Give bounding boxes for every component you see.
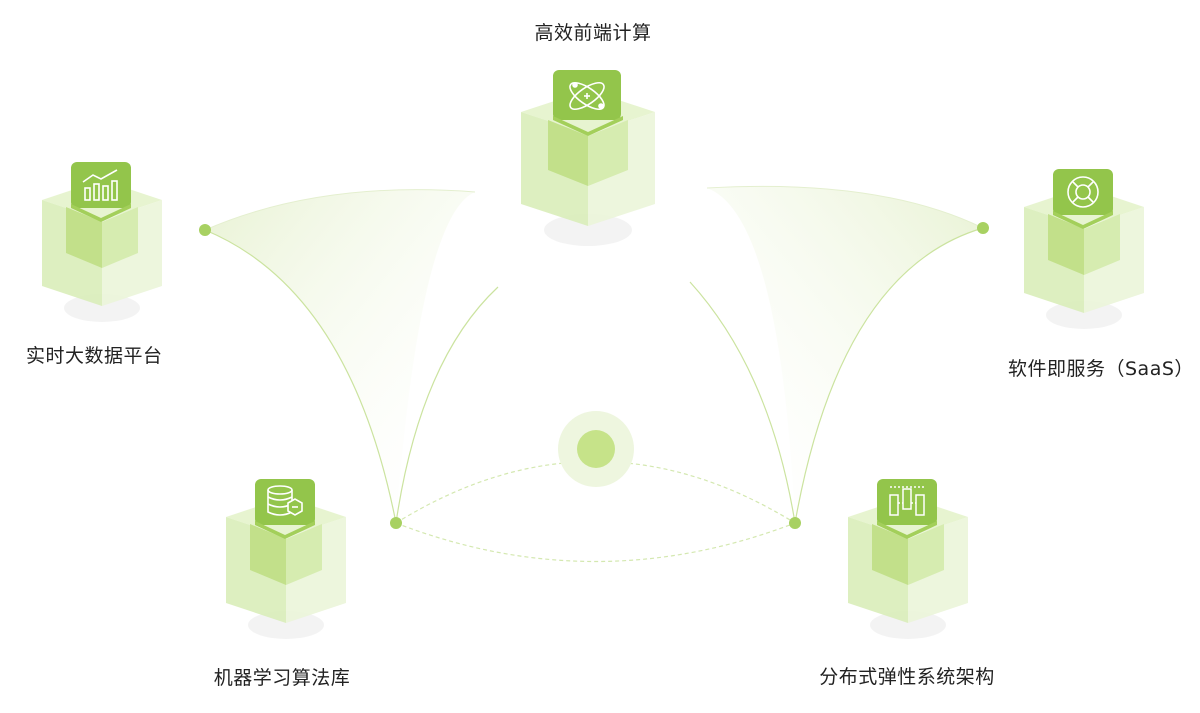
label-distributed: 分布式弹性系统架构	[819, 666, 995, 688]
label-ml: 机器学习算法库	[213, 667, 351, 689]
node-bigdata-cube	[42, 162, 162, 322]
node-frontend-cube	[521, 70, 655, 246]
bar-chart-icon	[82, 169, 118, 201]
label-bigdata: 实时大数据平台	[26, 345, 163, 367]
junction-dot-bottom-left	[390, 517, 402, 529]
node-saas-cube	[1024, 169, 1144, 329]
lifebuoy-icon	[1067, 176, 1099, 208]
label-saas: 软件即服务（SaaS）	[1008, 358, 1194, 380]
junction-dot-left	[199, 224, 211, 236]
center-hub	[558, 411, 634, 487]
servers-icon	[889, 486, 926, 516]
connector-left	[204, 189, 499, 524]
atom-icon	[569, 81, 605, 111]
label-frontend: 高效前端计算	[534, 22, 652, 44]
node-distributed-cube	[848, 479, 968, 639]
junction-dot-right	[977, 222, 989, 234]
junction-dot-bottom-right	[789, 517, 801, 529]
database-icon	[267, 485, 303, 516]
node-ml-cube	[226, 479, 346, 639]
connector-right	[689, 185, 984, 524]
